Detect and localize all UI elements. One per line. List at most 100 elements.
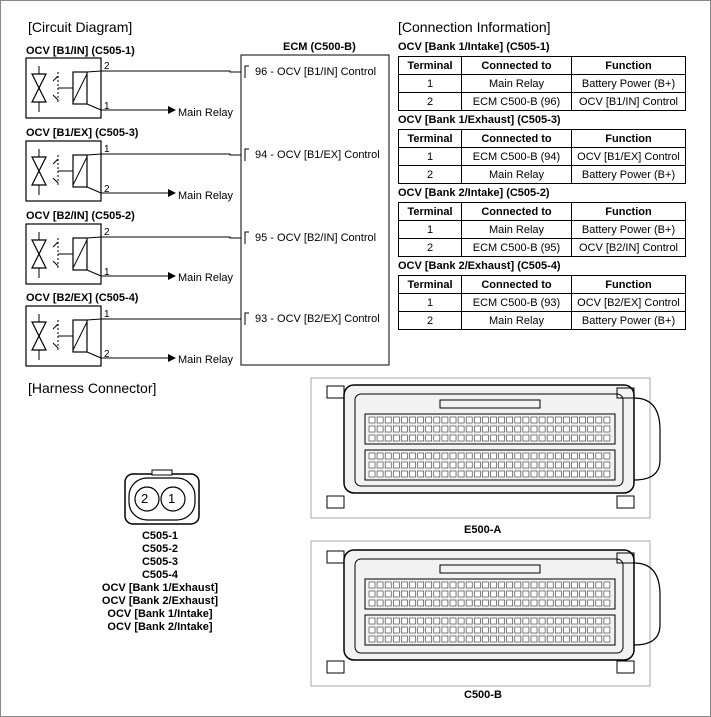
connector-pin [506,581,514,589]
connector-pin [554,590,562,598]
connector-pin [465,617,473,625]
connector-pin [595,452,603,460]
lead-line [86,269,102,277]
connector-pin [498,416,505,424]
connector-pin [425,581,433,589]
connector-pin [522,590,530,598]
connector-pin [392,470,400,478]
connector-pin [473,461,481,469]
connector-pin [498,434,505,442]
lead-line [86,153,102,156]
connector-pin [401,581,408,589]
connector-pin [530,470,538,478]
connector-pin [441,425,449,433]
connector-pin [376,470,384,478]
connector-pin [603,590,611,598]
connector-pin [498,626,505,634]
connector-pin [514,590,522,598]
connector-pin [425,425,433,433]
connector-name: OCV [Bank 2/Exhaust] [101,595,219,607]
connector-pin [530,617,538,625]
connector-pin [587,626,595,634]
connector-pin [587,590,595,598]
ecm-pin-marker [244,231,249,244]
connector-pin [376,461,384,469]
connector-pin [465,590,473,598]
connector-pin [425,434,433,442]
connector-pin [376,626,384,634]
connector-pin [554,425,562,433]
connector-pin [401,425,408,433]
ocv-b1-in-label: OCV [B1/IN] (C505-1) [26,45,135,57]
cell: OCV [B2/IN] Control [571,238,686,257]
lead-line [86,186,102,194]
connector-pin [530,626,538,634]
connector-pin [457,416,465,424]
ocv-b1-in-bottom-pin: 1 [104,101,110,112]
col-function: Function [571,202,686,221]
connector-name: OCV [Bank 1/Intake] [107,608,213,620]
connector-pin [563,452,570,460]
connector-pin [603,635,611,643]
cell: OCV [B2/EX] Control [571,293,686,312]
connector-pin [449,461,457,469]
connector-pin [482,416,489,424]
connector-pin [409,461,416,469]
connector-pin [473,452,481,460]
connector-pin [587,434,595,442]
connector-pin [514,416,522,424]
connector-pin [498,461,505,469]
connector-pin [384,617,392,625]
connector-pin [587,425,595,433]
connector-pin [401,590,408,598]
cell: OCV [B1/EX] Control [571,147,686,166]
ecm-pin-95: 95 - OCV [B2/IN] Control [255,232,377,244]
ecm-connector-a-label: E500-A [464,524,502,536]
connector-pin [530,452,538,460]
connector-pin [401,470,408,478]
connector-pin [482,617,489,625]
cell: 1 [398,74,462,93]
connector-pin [482,599,489,607]
connector-pin [376,635,384,643]
connector-pin [522,461,530,469]
connector-pin [482,461,489,469]
connector-pin [368,617,376,625]
connector-pin [579,461,586,469]
pin-block [364,413,616,445]
connector-pin [433,416,441,424]
connector-pin [514,434,522,442]
connector-pin [409,470,416,478]
cell: ECM C500-B (95) [461,238,572,257]
connector-pin [514,635,522,643]
connector-pin [538,461,546,469]
connector-pin [563,425,570,433]
connector-pin [554,635,562,643]
connector-pin [392,635,400,643]
connector-pin [587,599,595,607]
connector-pin [563,626,570,634]
connector-pin [417,590,424,598]
connector-pin [384,416,392,424]
connector-pin [554,452,562,460]
connector-pin [449,626,457,634]
connector-pin [392,425,400,433]
connector-pin [384,635,392,643]
table-b2-in-title: OCV [Bank 2/Intake] (C505-2) [398,187,550,199]
connector-pin [384,581,392,589]
harness-pin-1: 1 [168,491,176,506]
connector-pin [538,590,546,598]
connector-pin [409,425,416,433]
connector-pin [571,461,578,469]
connector-pin [490,635,497,643]
connector-pin [530,416,538,424]
connector-pin [482,590,489,598]
coil-diag [72,321,88,351]
connector-pin [449,635,457,643]
connector-pin [425,635,433,643]
connector-pin [376,599,384,607]
connector-pin [376,617,384,625]
connector-pin [433,626,441,634]
